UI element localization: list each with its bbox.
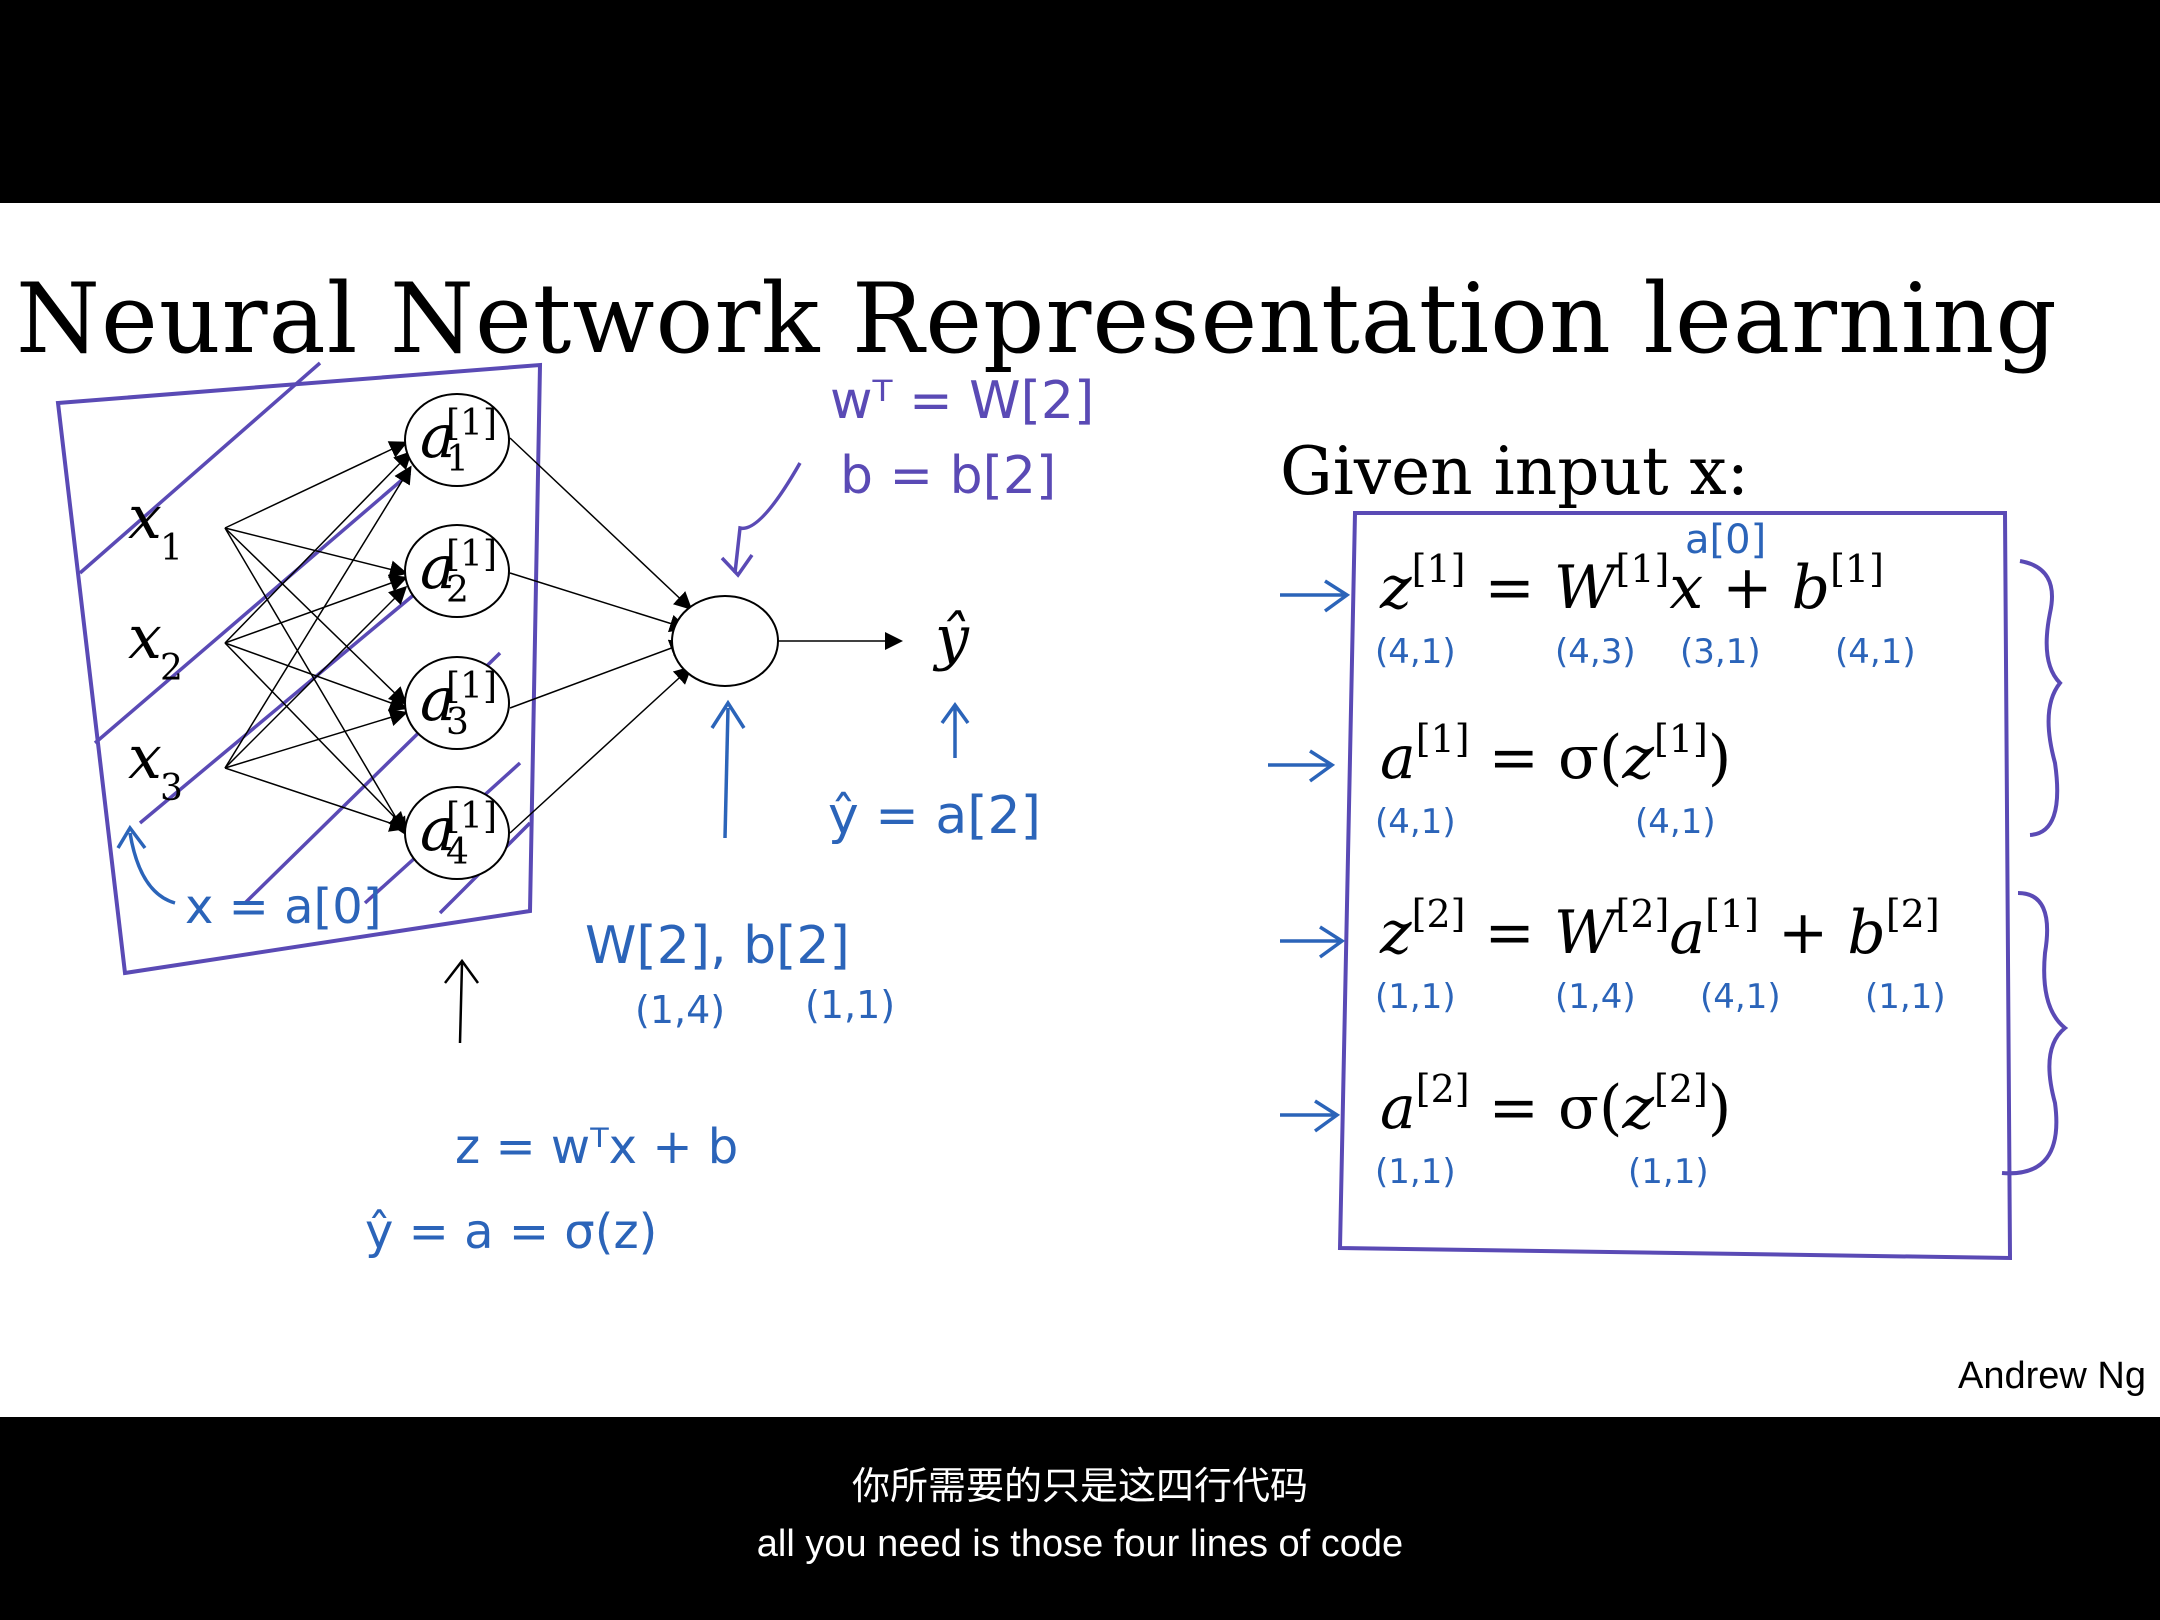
equation-row-1: z[1] = W[1]x + b[1]	[1379, 547, 1884, 623]
shape-label: (4,3)	[1555, 632, 1636, 672]
w2-b2-label: W[2], b[2]	[585, 916, 850, 976]
svg-text:x: x	[128, 723, 162, 793]
hidden-node-1: a [1] 1	[420, 402, 497, 480]
svg-text:[1]: [1]	[446, 403, 497, 444]
equations-box	[1337, 511, 2013, 1261]
brace-layer1	[2019, 559, 2063, 837]
subtitle-chinese: 你所需要的只是这四行代码	[851, 1464, 1308, 1508]
output-yhat: ŷ	[932, 603, 970, 673]
svg-text:3: 3	[446, 702, 469, 743]
svg-text:4: 4	[446, 832, 469, 873]
hidden-node-labels: a [1] 1 a [1] 2 a [1] 3 a [1] 4	[420, 402, 497, 873]
svg-text:a: a	[420, 795, 456, 865]
equation-row-2: a[1] = σ(z[1])	[1380, 717, 1731, 793]
svg-text:a: a	[420, 665, 456, 735]
handwritten-annotations: wᵀ = W[2] b = b[2] ŷ = a[2] x = a[0] W[2…	[116, 371, 1094, 1260]
svg-text:2: 2	[446, 570, 469, 611]
hidden-node-2: a [1] 2	[420, 533, 497, 611]
author-name: Andrew Ng	[1958, 1355, 2146, 1397]
input-x3: x3	[128, 723, 183, 809]
shape-label: (1,1)	[1375, 977, 1456, 1017]
svg-text:[1]: [1]	[446, 534, 497, 575]
slide-title: Neural Network Representation learning	[16, 263, 2058, 375]
svg-text:1: 1	[446, 439, 469, 480]
equation-arrows	[1268, 579, 1351, 1133]
x-equals-a0-note: a[0]	[1685, 517, 1766, 563]
svg-text:2: 2	[160, 648, 183, 689]
annotation-arrow-top	[733, 462, 802, 574]
b-equals-b2: b = b[2]	[840, 446, 1056, 506]
equation-row-4: a[2] = σ(z[2])	[1380, 1067, 1731, 1143]
wt-equals-w2: wᵀ = W[2]	[830, 371, 1094, 431]
shape-label: (4,1)	[1375, 802, 1456, 842]
brace-layer2	[2001, 891, 2069, 1176]
hidden-node-4: a [1] 4	[420, 795, 497, 873]
shape-label: (4,1)	[1375, 632, 1456, 672]
slide: Neural Network Representation learning G…	[0, 203, 2160, 1417]
svg-text:3: 3	[160, 768, 183, 809]
lecture-diagram: a [1] 1 a [1] 2 a [1] 3 a [1] 4 x1	[55, 361, 2069, 1261]
shape-label: (1,1)	[1375, 1152, 1456, 1192]
input-labels: x1 x2 x3	[128, 483, 183, 809]
svg-text:a: a	[420, 533, 456, 603]
z-formula: z = wᵀx + b	[455, 1119, 738, 1175]
yhat-equals-a2: ŷ = a[2]	[828, 786, 1041, 846]
hidden-node-3: a [1] 3	[420, 665, 497, 743]
svg-text:[1]: [1]	[446, 796, 497, 837]
input-x1: x1	[128, 483, 183, 569]
equations: z[1] = W[1]x + b[1] (4,1) (4,3) (3,1) (4,1) a…	[1375, 547, 1946, 1192]
input-x2: x2	[128, 603, 183, 689]
svg-text:x: x	[128, 603, 162, 673]
subtitles: 你所需要的只是这四行代码 all you need is those four …	[0, 1460, 2160, 1570]
x-equals-a0: x = a[0]	[185, 879, 382, 935]
b2-shape: (1,1)	[805, 983, 895, 1027]
hidden-nodes	[404, 393, 779, 880]
shape-label: (1,1)	[1628, 1152, 1709, 1192]
annotation-arrow-bottom	[723, 707, 730, 839]
shape-label: (4,1)	[1635, 802, 1716, 842]
svg-text:1: 1	[160, 528, 183, 569]
w2-shape: (1,4)	[635, 988, 725, 1032]
svg-text:x: x	[128, 483, 162, 553]
network-edges	[224, 437, 903, 836]
subtitle-english: all you need is those four lines of code	[756, 1523, 1404, 1565]
shape-label: (1,1)	[1865, 977, 1946, 1017]
shape-label: (4,1)	[1835, 632, 1916, 672]
shape-label: (1,4)	[1555, 977, 1636, 1017]
shape-label: (4,1)	[1700, 977, 1781, 1017]
shape-label: (3,1)	[1680, 632, 1761, 672]
equation-row-3: z[2] = W[2]a[1] + b[2]	[1379, 892, 1940, 968]
yhat-formula: ŷ = a = σ(z)	[365, 1204, 657, 1260]
svg-text:a: a	[420, 402, 456, 472]
given-input-label: Given input x:	[1280, 433, 1749, 510]
hidden-layer-box	[55, 362, 543, 976]
svg-text:[1]: [1]	[446, 666, 497, 707]
